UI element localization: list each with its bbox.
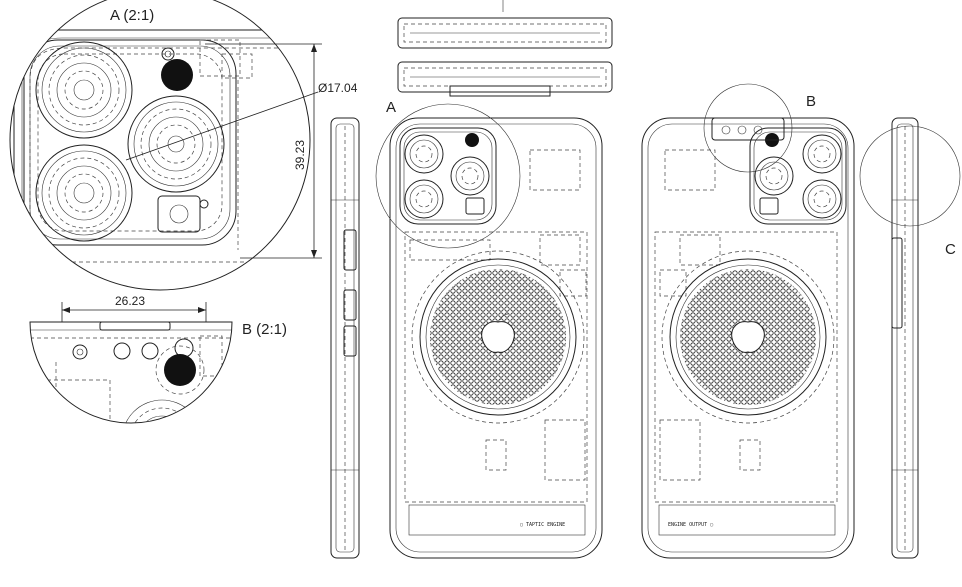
lens-bottom-left	[35, 144, 133, 242]
lens-right	[127, 95, 225, 193]
top-edge-views	[397, 0, 613, 97]
flash-dot	[161, 59, 193, 91]
dim-height-text: 39.23	[293, 140, 307, 170]
back-view-b: ENGINE OUTPUT ▢ B	[641, 83, 855, 559]
detail-a-content	[13, 29, 310, 263]
callout-c-label: C	[945, 241, 956, 258]
lens-top-left	[35, 41, 133, 139]
callout-a-label: A	[386, 99, 396, 116]
side-view-right: C	[859, 117, 961, 559]
magsafe-ring-outer	[419, 258, 577, 416]
detail-a-view: A (2:1)	[9, 0, 358, 291]
dim-diameter-text: Ø17.04	[318, 81, 358, 95]
detail-b-label: B (2:1)	[242, 321, 287, 338]
svg-text:▢ TAPTIC ENGINE: ▢ TAPTIC ENGINE	[520, 522, 565, 528]
detail-b-boundary	[29, 321, 233, 424]
svg-text:ENGINE OUTPUT ▢: ENGINE OUTPUT ▢	[668, 522, 713, 528]
dim-width-text: 26.23	[115, 294, 145, 308]
detail-a-boundary	[9, 0, 311, 291]
detail-b-view: B (2:1) 26.23	[29, 294, 287, 424]
side-view-left	[330, 117, 360, 559]
callout-a-circle	[375, 103, 521, 249]
phone-back-outline	[389, 117, 603, 559]
callout-b-label: B	[806, 93, 816, 110]
callout-c-circle	[859, 125, 961, 227]
back-view-a: ▢ TAPTIC ENGINE A	[375, 99, 603, 559]
diameter-leader	[125, 91, 319, 161]
flash-dot-b	[164, 354, 196, 386]
detail-a-label: A (2:1)	[110, 7, 154, 24]
callout-b-circle	[703, 83, 793, 173]
